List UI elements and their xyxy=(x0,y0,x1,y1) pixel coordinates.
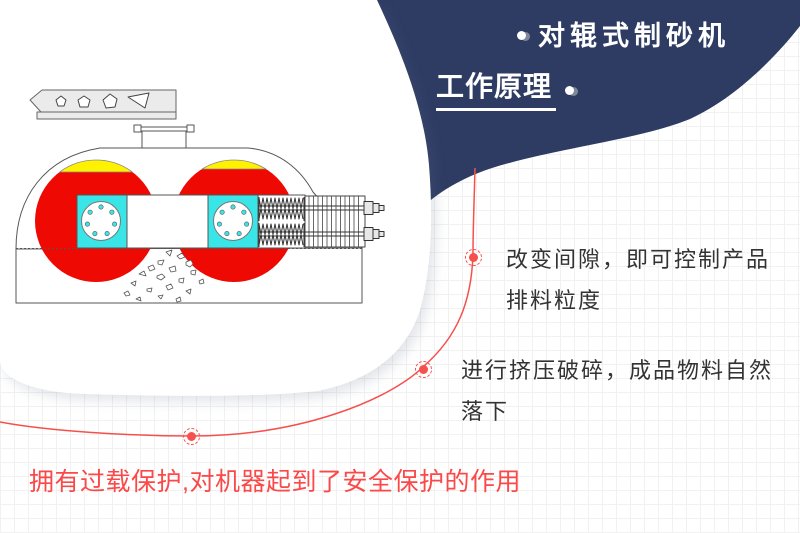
left-bearing xyxy=(81,201,121,241)
point-2-line-2: 落下 xyxy=(461,399,510,424)
rod-nuts xyxy=(363,201,385,241)
feed-hopper xyxy=(133,124,195,149)
page-subtitle: 工作原理 xyxy=(436,71,557,112)
feed-plate xyxy=(29,89,177,120)
node-dot-3 xyxy=(183,428,200,445)
bottom-spring xyxy=(258,223,305,247)
falling-particles xyxy=(123,249,205,303)
left-roller-highlight xyxy=(59,159,133,173)
point-1: 改变间隙，即可控制产品 排料粒度 xyxy=(506,239,770,321)
page-title: 对辊式制砂机 xyxy=(538,21,730,51)
footer-note: 拥有过载保护,对机器起到了安全保护的作用 xyxy=(29,468,521,496)
node-dot-2 xyxy=(415,361,432,378)
top-spring xyxy=(258,197,305,221)
navy-corner-shape xyxy=(355,0,800,228)
point-2-line-1: 进行挤压破碎，成品物料自然 xyxy=(461,358,774,383)
title-bullet-icon xyxy=(517,31,526,40)
subtitle-bullet-icon xyxy=(565,86,574,95)
guide-block xyxy=(304,195,366,248)
tension-rods xyxy=(258,205,377,237)
red-connector-line xyxy=(0,167,476,437)
node-dot-1 xyxy=(465,249,482,266)
point-2: 进行挤压破碎，成品物料自然 落下 xyxy=(461,350,773,432)
roller-crusher-diagram xyxy=(15,89,385,304)
right-roller-highlight xyxy=(201,159,267,170)
point-1-line-1: 改变间隙，即可控制产品 xyxy=(506,247,771,272)
point-1-line-2: 排料粒度 xyxy=(506,288,603,313)
right-bearing xyxy=(213,201,253,241)
